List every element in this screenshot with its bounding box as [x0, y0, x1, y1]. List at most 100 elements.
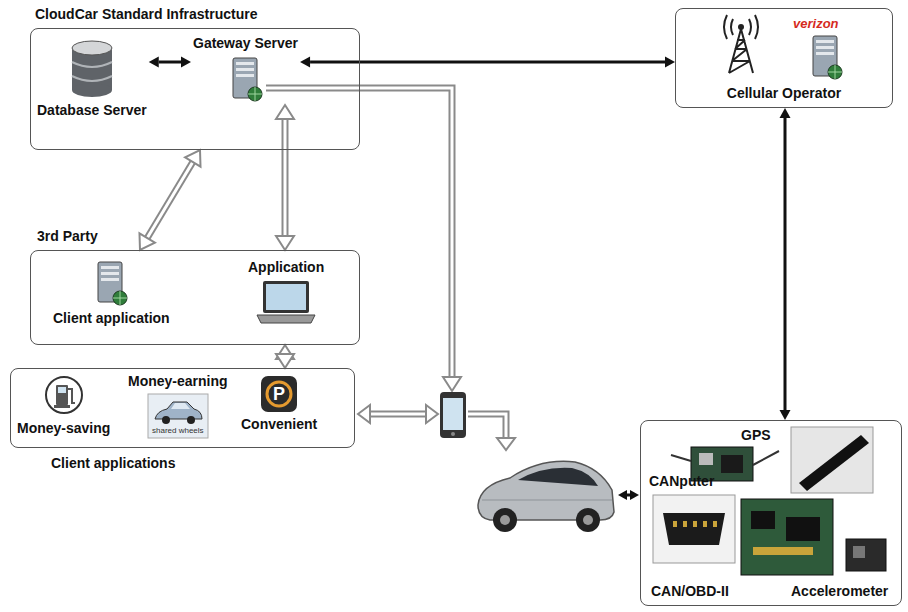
- arrow-shaft: [147, 162, 193, 238]
- icon-shape: [738, 24, 744, 30]
- icon-shape: [828, 65, 842, 79]
- application-laptop: Application: [246, 257, 326, 327]
- icon-shape: [440, 392, 466, 438]
- icon-shape: [753, 547, 813, 555]
- icon-shape: [266, 284, 306, 310]
- icon-shape: [68, 389, 75, 403]
- convenient-app: Convenient: [239, 373, 319, 435]
- icon-shape: [729, 29, 753, 73]
- icon-shape: [72, 41, 112, 55]
- icon-shape: [576, 508, 600, 532]
- car-sensor-arrow: [618, 490, 639, 500]
- icon-shape: [187, 416, 195, 424]
- app-logo-text: shared wheels: [152, 426, 204, 436]
- icon-shape: [370, 413, 426, 416]
- icon-shape: [443, 377, 461, 391]
- brand-logo-text: verizon: [793, 16, 839, 31]
- data-link-arrow: [276, 345, 294, 368]
- icon-shape: [493, 508, 517, 532]
- node-label: Application: [248, 259, 324, 276]
- money-saving-app-icon: [44, 375, 84, 417]
- icon-shape: [101, 266, 119, 269]
- data-link-arrow: [139, 150, 200, 250]
- third-party-group: 3rd PartyClient applicationApplication: [30, 250, 360, 345]
- icon-shape: [713, 521, 717, 527]
- sensor-photos: [641, 421, 903, 607]
- icon-shape: [741, 499, 833, 575]
- icon-shape: [482, 500, 612, 501]
- node-label: Accelerometer: [791, 583, 888, 600]
- apps-phone-arrow: [358, 405, 438, 423]
- icon-shape: [267, 382, 291, 406]
- node-label: Client applications: [51, 455, 175, 472]
- client-application-server-icon: [91, 259, 131, 307]
- arrow-head: [185, 150, 200, 167]
- icon-shape: [500, 515, 510, 525]
- icon-shape: [816, 40, 834, 43]
- network-link-arrow: [149, 57, 191, 68]
- icon-shape: [113, 291, 127, 305]
- icon-shape: [721, 455, 743, 473]
- icon-shape: [113, 291, 127, 305]
- arrow-shaft: [282, 119, 289, 236]
- arrow-shaft: [284, 119, 287, 236]
- arrow-head: [300, 57, 310, 68]
- money-saving-app: Money-saving: [15, 373, 112, 439]
- node-label: Gateway Server: [193, 35, 298, 52]
- parking-icon-letter: P: [273, 384, 285, 404]
- node-label: 3rd Party: [37, 228, 98, 245]
- arrow-shaft: [310, 61, 665, 64]
- icon-shape: [426, 405, 438, 423]
- icon-shape: [370, 411, 426, 418]
- node-label: Cellular Operator: [676, 85, 892, 102]
- node-label: CAN/OBD-II: [651, 583, 729, 600]
- arrow-head: [780, 108, 791, 118]
- icon-shape: [653, 495, 735, 563]
- icon-shape: [683, 521, 687, 527]
- cellular-operator-box: Cellular Operator: [675, 8, 893, 108]
- smartphone-icon: [440, 392, 466, 438]
- arrow-head: [665, 57, 675, 68]
- node-label: GPS: [741, 427, 771, 444]
- node-label: CloudCar Standard Infrastructure: [35, 6, 257, 23]
- cell-tower-icon: [716, 13, 766, 75]
- icon-shape: [699, 453, 713, 465]
- gateway-server: Gateway Server: [191, 33, 300, 105]
- node-label: Database Server: [37, 102, 147, 119]
- arrow-head: [780, 410, 791, 420]
- icon-shape: [46, 377, 82, 413]
- icon-shape: [816, 46, 834, 49]
- icon-shape: [236, 68, 254, 71]
- node-label: Money-saving: [17, 420, 110, 437]
- node-label: Client application: [53, 310, 170, 327]
- arrow-head: [276, 236, 294, 250]
- icon-shape: [583, 515, 593, 525]
- icon-shape: [236, 74, 254, 77]
- icon-shape: [248, 87, 262, 101]
- node-label: Convenient: [241, 416, 317, 433]
- icon-shape: [101, 278, 119, 281]
- icon-shape: [171, 403, 190, 409]
- icon-shape: [257, 315, 315, 323]
- icon-shape: [630, 490, 639, 500]
- icon-shape: [799, 435, 869, 491]
- network-link-arrow: [300, 57, 675, 68]
- icon-shape: [236, 62, 254, 65]
- icon-shape: [468, 414, 506, 438]
- arrow-head: [276, 105, 294, 119]
- node-label: CANputer: [649, 473, 714, 490]
- arrow-shaft: [784, 118, 787, 410]
- client-applications-group: Client applicationsMoney-savingMoney-ear…: [10, 368, 355, 448]
- arrow-head: [139, 233, 154, 250]
- icon-shape: [518, 468, 598, 486]
- operator-server-icon: [806, 33, 846, 81]
- icon-shape: [58, 387, 66, 393]
- gateway-phone-arrow: [266, 88, 461, 391]
- sensor-hardware-box: GPS CANputerCAN/OBD-II Accelerometer: [640, 420, 902, 606]
- icon-shape: [673, 521, 677, 527]
- client-application-server: Client application: [51, 257, 172, 329]
- icon-shape: [786, 517, 820, 541]
- database-server-icon: [67, 39, 117, 99]
